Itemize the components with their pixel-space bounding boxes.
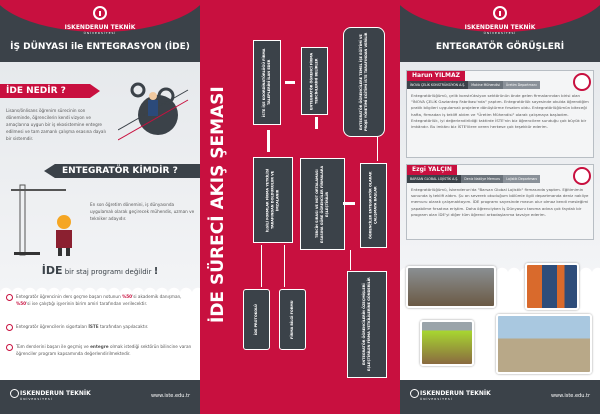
testimonial-text: Entegratörlüğümü, İskenderun'da "Barsan … [411, 187, 589, 217]
flow-step-forms: İLGİLİ FORMLAR FİRMA YETKİLİSİ TARAFINDA… [253, 157, 293, 243]
connector-line [284, 245, 285, 287]
logo-name: ISKENDERUN TEKNİK [64, 24, 136, 31]
flow-step-matching: TERCİH SIRASI VE NOT ORTALAMASI ESASINA … [300, 158, 345, 250]
page-title: İŞ DÜNYASI ile ENTEGRASYON (İDE) [10, 42, 190, 52]
logo-icon [493, 6, 507, 20]
arrow-down-icon [315, 117, 318, 129]
flow-step-start: ÖĞRENCİLER ENTEGRATÖR OLARAK ÇALIŞMAYA B… [360, 163, 387, 248]
cloud-divider [400, 266, 600, 274]
testimonial-role: Deniz Nakliye Memuru [461, 175, 504, 183]
photo-construction-site [406, 266, 496, 308]
info-bullet-eligibility: Tüm derslerini başarı ile geçmiş ve ente… [6, 344, 196, 357]
flow-step-preferences: ENTEGRATÖR ÖĞRENCİ FİRMA TERCİHLERİNİ BE… [301, 47, 328, 115]
entegrator-kimdir-text: En son öğretim dönemini, iş dünyasında u… [90, 202, 195, 221]
info-bullet-grading: Entegratör öğrencinin ders geçme başarı … [6, 294, 196, 307]
entegrator-kimdir-heading: ENTEGRATÖR KİMDİR ? [44, 164, 200, 178]
photo-surveyor [420, 320, 474, 366]
connector-line [261, 245, 262, 287]
headline: İDE bir staj programı değildir ! [0, 264, 200, 277]
ide-nedir-text: Lisans/önlisans öğrenim sürecinin son dö… [6, 108, 106, 141]
crane-engineer-illustration [6, 180, 86, 260]
testimonial-name: Ezgi YALÇIN [407, 165, 457, 175]
ide-nedir-heading: İDE NEDİR ? [0, 84, 100, 98]
logo-icon [410, 389, 419, 398]
arrow-right-icon [285, 81, 295, 84]
testimonial-card: Ezgi YALÇIN BARSAN GLOBAL LOJİSTİK A.Ş.D… [406, 164, 594, 240]
business-illustration-icon [117, 80, 190, 150]
testimonial-name: Harun YILMAZ [407, 71, 466, 81]
university-seal-icon [573, 167, 591, 185]
headline-text: bir staj programı değildir [64, 268, 152, 276]
testimonial-company: İNOVA ÇELİK KONSTRÜKSİYON A.Ş. [407, 81, 469, 89]
flowchart-title: İDE SÜRECİ AKIŞ ŞEMASI [208, 86, 228, 324]
testimonials-title: ENTEGRATÖR GÖRÜŞLERİ [435, 42, 565, 52]
testimonial-text: Entegratörlüğümü, çelik konstrüksiyon se… [411, 93, 589, 130]
photo-port [496, 314, 592, 374]
doc-ide-protocol: İDE PROTOKOLÜ [243, 289, 270, 350]
flow-step-training: ENTEGRATÖR ÖĞRENCİLERE TEMEL İŞE EĞİTİMİ… [343, 27, 385, 137]
website-link[interactable]: www.iste.edu.tr [550, 393, 590, 399]
cloud-divider [0, 286, 200, 294]
connector-line [377, 137, 378, 161]
flow-step-cv-send: ENTEGRATÖR ÖĞRENCİLERİN ÖZEÇMİŞLERİ EŞLE… [347, 271, 387, 378]
logo-sub: ÜNİVERSİTESİ [83, 31, 117, 35]
testimonial-role: Makine Mühendisi [468, 81, 503, 89]
testimonial-company: BARSAN GLOBAL LOJİSTİK A.Ş. [407, 175, 462, 183]
photo-team [525, 263, 579, 310]
headline-mark: ! [153, 266, 159, 277]
headline-bold: İDE [41, 264, 63, 277]
testimonial-dept: Lojistik Departmanı [503, 175, 541, 183]
connector-line [350, 250, 351, 270]
testimonial-card: Harun YILMAZ İNOVA ÇELİK KONSTRÜKSİYON A… [406, 70, 594, 158]
website-link[interactable]: www.iste.edu.tr [150, 393, 190, 399]
testimonial-dept: Üretim Departmanı [502, 81, 540, 89]
doc-company-info-form: FİRMA BİLGİ FORMU [279, 289, 306, 350]
arrow-right-icon [343, 202, 355, 205]
logo-icon [93, 6, 107, 20]
flow-step-announce: İSTE İŞE KOORDİNATÖRLÜĞÜ FİRMA TALEPLERİ… [253, 40, 281, 125]
logo-icon [10, 389, 19, 398]
university-seal-icon [573, 73, 591, 91]
arrow-up-icon [267, 130, 270, 152]
info-bullet-insurance: Entegratör öğrencilerin sigortaları İSTE… [6, 324, 196, 331]
